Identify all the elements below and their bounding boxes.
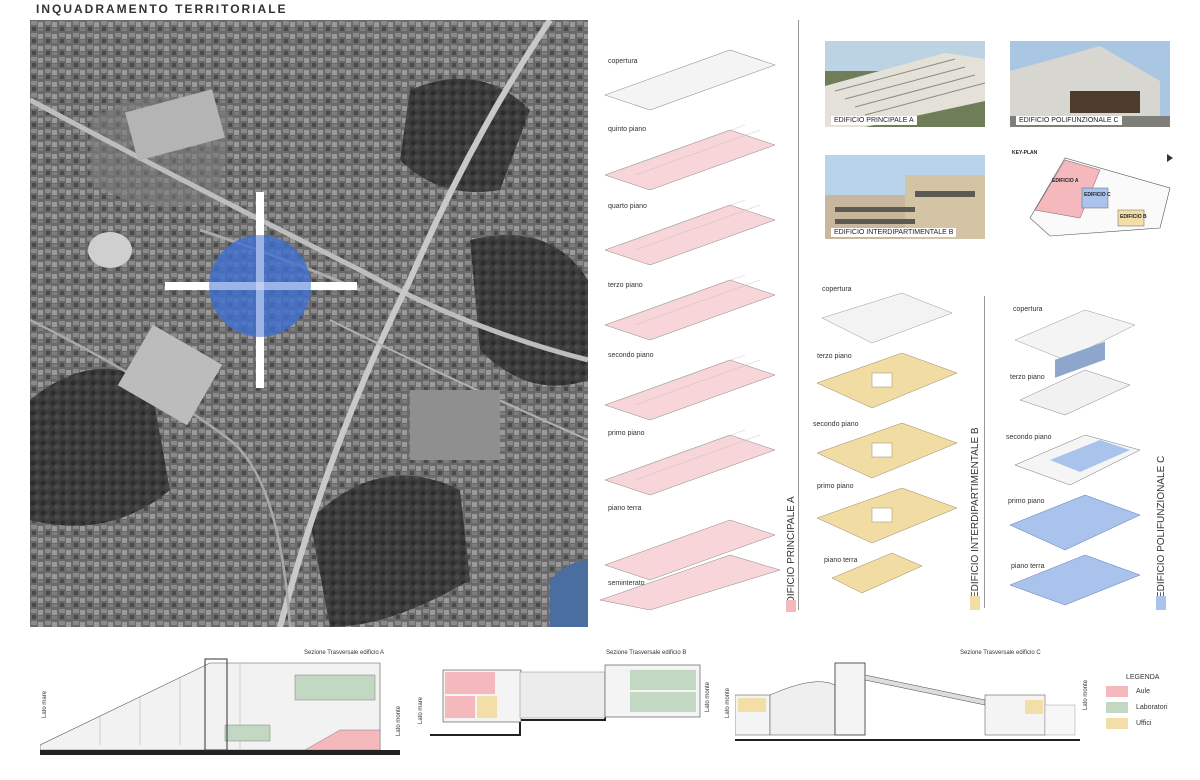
section-b-graphic (430, 664, 701, 736)
key-plan-label: EDIFICIO A (1052, 178, 1079, 184)
section-c-graphic (734, 662, 1080, 741)
photo-caption: EDIFICIO PRINCIPALE A (831, 116, 917, 125)
legend-label: Laboratori (1136, 704, 1168, 711)
building-a-floor-label: secondo piano (608, 352, 654, 359)
building-a-floor-label: copertura (608, 58, 638, 65)
photo-building-a: EDIFICIO PRINCIPALE A (825, 41, 985, 127)
building-a-floor-label: terzo piano (608, 282, 643, 289)
photo-caption: EDIFICIO POLIFUNZIONALE C (1016, 116, 1122, 125)
legend-item-uffici: Uffici (1106, 718, 1151, 729)
building-c-floor-label: copertura (1013, 306, 1043, 313)
section-c-left-label: Lato monte (725, 687, 731, 718)
building-a-floors-graphic (599, 49, 781, 611)
building-a-floor-label: piano terra (608, 505, 642, 512)
column-divider (984, 296, 985, 608)
building-b-floor-label: secondo piano (813, 421, 859, 428)
legend-swatch (1106, 702, 1128, 713)
building-a-floor-label: seminterato (608, 580, 645, 587)
page-title: INQUADRAMENTO TERRITORIALE (36, 2, 288, 16)
building-b-floor-label: primo piano (817, 483, 854, 490)
section-a-graphic (39, 658, 400, 755)
building-c-floor-label: primo piano (1008, 498, 1045, 505)
aerial-map (30, 20, 588, 627)
photo-building-c-graphic (1010, 41, 1170, 127)
building-a-title: EDIFICIO PRINCIPALE A (786, 496, 797, 610)
building-b-floor-label: copertura (822, 286, 852, 293)
building-a-color-swatch (786, 600, 796, 612)
section-b-right-label: Lato monte (705, 681, 711, 712)
building-b-color-swatch (970, 596, 980, 610)
legend-swatch (1106, 686, 1128, 697)
legend-item-laboratori: Laboratori (1106, 702, 1168, 713)
section-b-title: Sezione Trasversale edificio B (606, 650, 687, 656)
building-c-title: EDIFICIO POLIFUNZIONALE C (1156, 455, 1167, 598)
building-c-axonometric (1005, 300, 1145, 610)
legend-item-aule: Aule (1106, 686, 1150, 697)
section-b-drawing (425, 660, 705, 745)
building-b-floors-graphic (816, 292, 958, 594)
building-c-floors-graphic (1009, 309, 1141, 606)
building-a-floor-label: quinto piano (608, 126, 647, 133)
aerial-map-graphic (30, 20, 588, 627)
section-a-drawing (39, 655, 400, 765)
section-c-title: Sezione Trasversale edificio C (960, 650, 1041, 656)
legend-swatch (1106, 718, 1128, 729)
legend-label: Aule (1136, 688, 1151, 695)
section-c-drawing (734, 655, 1080, 745)
photo-building-b-graphic (825, 155, 985, 239)
photo-building-b: EDIFICIO INTERDIPARTIMENTALE B (825, 155, 985, 239)
building-c-color-swatch (1156, 596, 1166, 610)
building-b-floor-label: piano terra (824, 557, 858, 564)
building-a-floor-label: quarto piano (608, 203, 647, 210)
section-a-title: Sezione Trasversale edificio A (304, 650, 385, 656)
building-c-floor-label: terzo piano (1010, 374, 1045, 381)
legend-label: Uffici (1136, 720, 1152, 727)
photo-building-a-graphic (825, 41, 985, 127)
key-plan-label: EDIFICIO B (1120, 214, 1147, 220)
key-plan-title: KEY-PLAN (1012, 150, 1038, 156)
building-a-axonometric (599, 40, 790, 611)
building-a-floor-label: primo piano (608, 430, 645, 437)
section-b-left-label: Lato mare (418, 696, 424, 724)
building-c-floor-label: piano terra (1011, 563, 1045, 570)
key-plan: KEY-PLAN EDIFICIO A EDIFICIO C EDIFICIO … (1010, 148, 1175, 240)
photo-caption: EDIFICIO INTERDIPARTIMENTALE B (831, 228, 957, 237)
key-plan-label: EDIFICIO C (1084, 192, 1111, 198)
building-c-floor-label: secondo piano (1006, 434, 1052, 441)
legend-title: LEGENDA (1126, 674, 1160, 681)
building-b-floor-label: terzo piano (817, 353, 852, 360)
photo-building-c: EDIFICIO POLIFUNZIONALE C (1010, 41, 1170, 127)
key-plan-graphic (1029, 154, 1173, 237)
section-c-right-label: Lato monte (1083, 679, 1089, 710)
building-b-title: EDIFICIO INTERDIPARTIMENTALE B (970, 427, 981, 598)
column-divider (798, 20, 799, 610)
building-b-axonometric (812, 288, 962, 608)
